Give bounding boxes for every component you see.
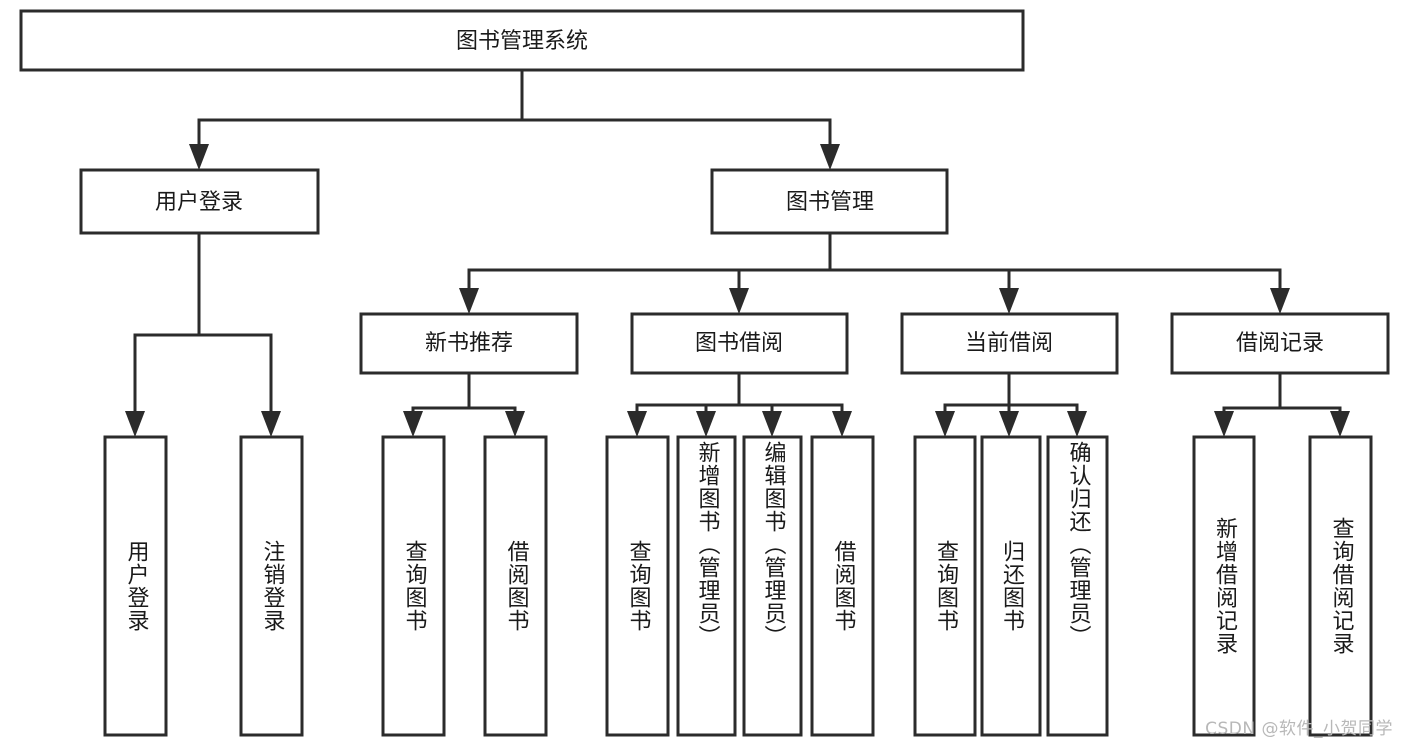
node-borrow-record-label: 借阅记录 <box>1236 331 1324 356</box>
arrowhead-to-leaf-query-book-3 <box>935 411 955 437</box>
edge-current-borrow-to-bus <box>943 371 1079 417</box>
arrowhead-to-leaf-return-book <box>999 411 1019 437</box>
node-user-login-box <box>79 168 320 235</box>
node-leaf-add-book-box[interactable] <box>676 435 737 737</box>
node-leaf-query-book-3-box[interactable] <box>913 435 977 737</box>
node-leaf-user-login-box[interactable] <box>103 435 168 737</box>
arrowhead-to-book-manage <box>820 144 840 170</box>
node-new-book-rec-box <box>359 312 579 375</box>
arrowhead-to-borrow-record <box>1270 288 1290 314</box>
node-book-manage[interactable]: 图书管理 <box>710 168 949 235</box>
node-new-book-rec-label: 新书推荐 <box>425 331 513 356</box>
node-root-system-box <box>19 9 1025 72</box>
arrowhead-to-leaf-user-login <box>125 411 145 437</box>
node-root-system[interactable]: 图书管理系统 <box>19 9 1025 72</box>
node-new-book-rec[interactable]: 新书推荐 <box>359 312 579 375</box>
arrowhead-to-leaf-add-book <box>696 411 716 437</box>
edge-root-to-bus <box>197 68 832 150</box>
node-user-login-label: 用户登录 <box>155 190 243 215</box>
edge-borrow-record-to-bus <box>1222 371 1342 417</box>
node-leaf-borrow-book-1-box[interactable] <box>483 435 548 737</box>
node-root-system-label: 图书管理系统 <box>456 29 588 54</box>
edge-new-book-rec-to-bus <box>411 371 517 417</box>
arrowhead-to-user-login <box>189 144 209 170</box>
arrowhead-to-leaf-borrow-book-1 <box>505 411 525 437</box>
node-book-borrow-box <box>630 312 849 375</box>
node-leaf-query-book-1-box[interactable] <box>381 435 446 737</box>
node-user-login[interactable]: 用户登录 <box>79 168 320 235</box>
csdn-watermark: CSDN @软件_小贺同学 <box>1205 719 1393 739</box>
node-book-manage-label: 图书管理 <box>786 190 874 215</box>
node-leaf-add-record-box[interactable] <box>1192 435 1256 737</box>
arrowhead-to-current-borrow <box>999 288 1019 314</box>
node-leaf-confirm-return-box[interactable] <box>1046 435 1109 737</box>
arrowhead-to-leaf-edit-book <box>762 411 782 437</box>
edge-book-manage-to-bus <box>467 231 1282 294</box>
node-leaf-return-book-box[interactable] <box>980 435 1042 737</box>
node-leaf-user-logout-box[interactable] <box>239 435 304 737</box>
node-leaf-borrow-book-2-box[interactable] <box>810 435 875 737</box>
arrowhead-to-leaf-query-book-2 <box>627 411 647 437</box>
arrowhead-to-leaf-borrow-book-2 <box>832 411 852 437</box>
arrowhead-to-leaf-query-book-1 <box>403 411 423 437</box>
node-current-borrow-box <box>900 312 1119 375</box>
leaf-boxes-layer <box>103 435 1373 737</box>
node-leaf-query-record-box[interactable] <box>1308 435 1373 737</box>
node-current-borrow-label: 当前借阅 <box>965 331 1053 356</box>
node-book-manage-box <box>710 168 949 235</box>
edge-user-login-to-bus <box>133 231 273 417</box>
node-borrow-record[interactable]: 借阅记录 <box>1170 312 1390 375</box>
arrowhead-to-leaf-add-record <box>1214 411 1234 437</box>
connector-layer <box>125 68 1350 437</box>
arrowhead-to-leaf-query-record <box>1330 411 1350 437</box>
node-borrow-record-box <box>1170 312 1390 375</box>
node-book-borrow-label: 图书借阅 <box>695 331 783 356</box>
node-current-borrow[interactable]: 当前借阅 <box>900 312 1119 375</box>
arrowhead-to-book-borrow <box>729 288 749 314</box>
node-book-borrow[interactable]: 图书借阅 <box>630 312 849 375</box>
arrowhead-to-leaf-user-logout <box>261 411 281 437</box>
node-leaf-query-book-2-box[interactable] <box>605 435 670 737</box>
arrowhead-to-new-book-rec <box>459 288 479 314</box>
edge-book-borrow-to-bus <box>635 371 844 417</box>
node-leaf-edit-book-box[interactable] <box>742 435 803 737</box>
arrowhead-to-leaf-confirm-return <box>1067 411 1087 437</box>
